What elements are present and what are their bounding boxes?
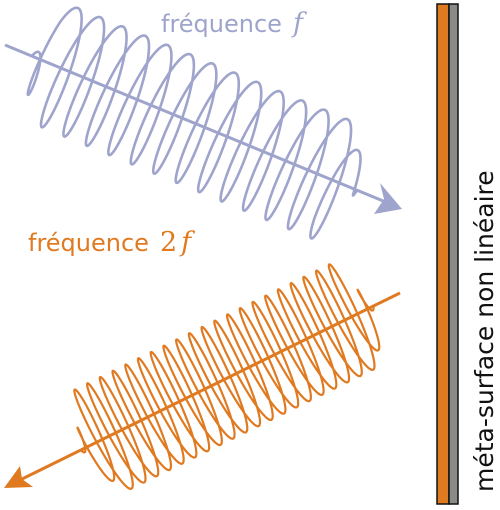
metasurface [436, 3, 459, 505]
generated-wave-symbol-prefix: 2 [160, 227, 177, 258]
incident-wave [4, 6, 402, 240]
metasurface-label-text: méta-surface non linéaire [470, 170, 499, 492]
generated-wave-label: fréquence 2 f [28, 227, 195, 258]
generated-wave-label-text: fréquence [28, 229, 149, 257]
generated-wave-axis [19, 291, 401, 482]
metasurface-front-layer [436, 3, 450, 505]
metasurface-label: méta-surface non linéaire [470, 170, 499, 492]
generated-wave-oscillation [73, 263, 381, 490]
incident-wave-arrowhead [374, 183, 402, 214]
incident-wave-label-text: fréquence [161, 10, 282, 38]
generated-wave-symbol: f [179, 227, 195, 258]
generated-wave-arrowhead [4, 466, 33, 488]
incident-wave-label: fréquence f [161, 8, 307, 39]
metasurface-substrate-layer [448, 3, 459, 505]
incident-wave-axis [4, 43, 389, 205]
incident-wave-symbol: f [291, 8, 307, 39]
generated-wave [4, 263, 401, 490]
